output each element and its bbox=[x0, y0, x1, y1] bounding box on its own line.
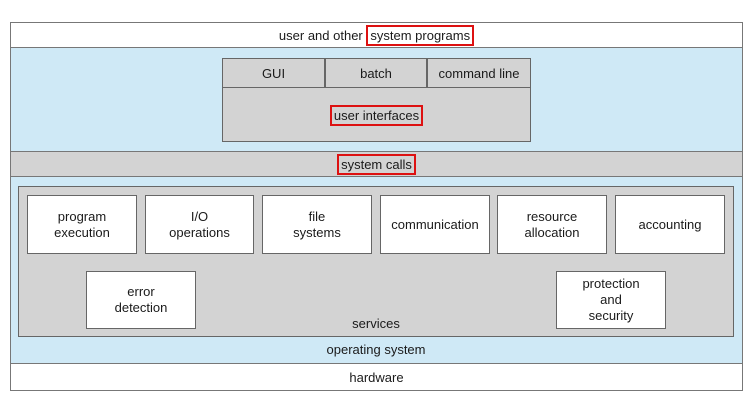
operating-system-label: operating system bbox=[326, 342, 426, 357]
user-interfaces-area: user interfaces bbox=[222, 88, 531, 142]
tab-batch-label: batch bbox=[360, 65, 392, 81]
service-protection-security: protection and security bbox=[556, 271, 666, 329]
service-io-operations-label: I/O operations bbox=[169, 208, 230, 240]
service-communication-label: communication bbox=[391, 216, 479, 232]
service-file-systems: file systems bbox=[262, 195, 372, 254]
service-resource-allocation: resource allocation bbox=[497, 195, 607, 254]
tab-batch: batch bbox=[325, 58, 427, 88]
tab-command-line-label: command line bbox=[438, 65, 520, 81]
service-protection-security-label: protection and security bbox=[582, 276, 640, 323]
service-accounting: accounting bbox=[615, 195, 725, 254]
user-programs-band: user and other system programs bbox=[10, 22, 743, 48]
service-resource-allocation-label: resource allocation bbox=[524, 208, 580, 240]
user-interfaces-label: user interfaces bbox=[329, 104, 424, 126]
service-io-operations: I/O operations bbox=[145, 195, 254, 254]
hardware-label: hardware bbox=[349, 369, 404, 385]
system-calls-label: system calls bbox=[337, 153, 416, 175]
tab-gui: GUI bbox=[222, 58, 325, 88]
system-calls-band: system calls bbox=[10, 151, 743, 177]
service-program-execution: program execution bbox=[27, 195, 137, 254]
system-programs-label: system programs bbox=[366, 24, 475, 46]
service-program-execution-label: program execution bbox=[54, 208, 110, 240]
service-accounting-label: accounting bbox=[638, 216, 702, 232]
hardware-band: hardware bbox=[10, 363, 743, 391]
services-label: services bbox=[352, 316, 400, 331]
service-file-systems-label: file systems bbox=[293, 208, 341, 240]
tab-gui-label: GUI bbox=[261, 65, 286, 81]
user-programs-prefix: user and other bbox=[278, 27, 367, 43]
service-error-detection-label: error detection bbox=[114, 284, 168, 315]
tab-command-line: command line bbox=[427, 58, 531, 88]
service-communication: communication bbox=[380, 195, 490, 254]
service-error-detection: error detection bbox=[86, 271, 196, 329]
